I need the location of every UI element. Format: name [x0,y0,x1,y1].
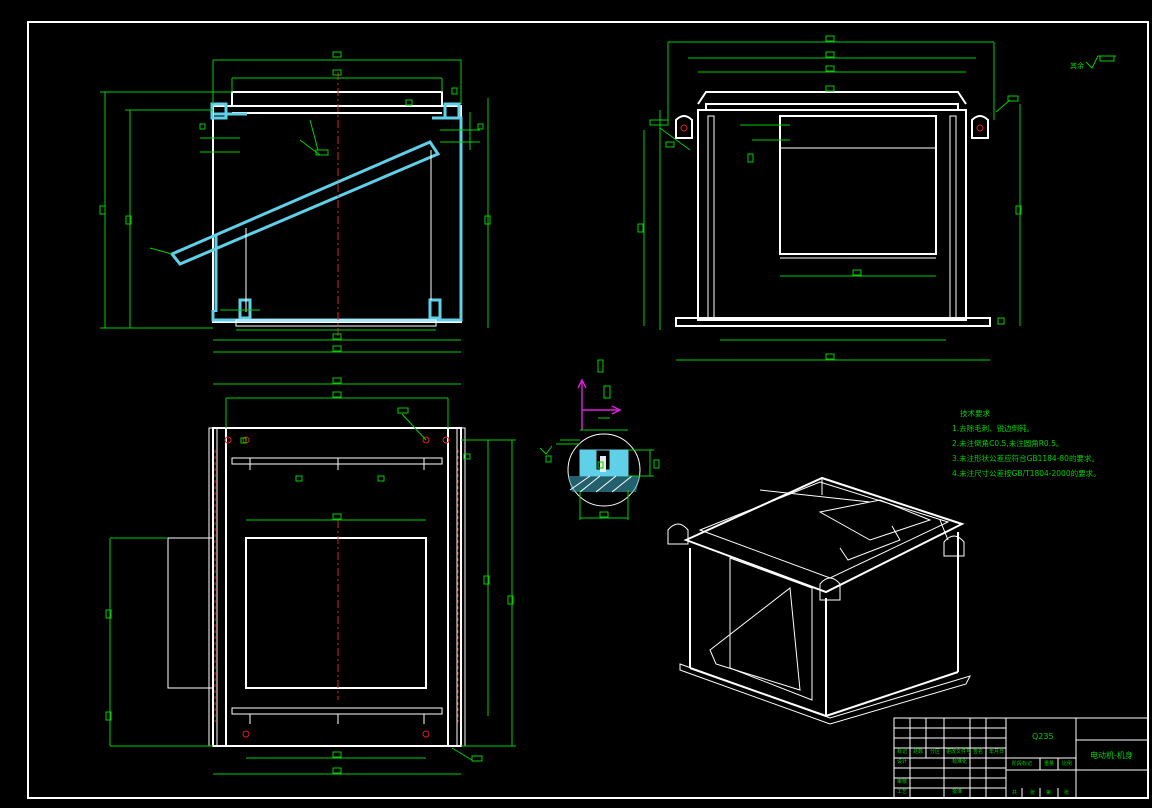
surface-finish-mark [1085,55,1116,69]
stage-label: 重量 [1044,761,1055,767]
stage-label: 比例 [1062,761,1073,767]
title-row-label: 更改文件号 [946,749,972,755]
stage-label: 阶段标记 [1012,761,1033,767]
approve-label: 批准 [952,789,963,795]
title-row-label: 标记 [897,749,908,755]
surface-finish-label: 其余 [1070,62,1084,70]
sheet-border [27,21,1149,799]
std-label: 标准化 [952,759,968,765]
isometric-view [667,476,971,725]
note-item: 1.去除毛刺、锐边倒钝。 [952,424,1035,433]
title-row-label: 分区 [930,749,941,755]
top-view [105,377,516,775]
technical-notes: 技术要求 1.去除毛刺、锐边倒钝。 2.未注倒角C0.5,未注圆角R0.5。 3… [952,406,1101,481]
design-label: 设计 [897,759,908,765]
sheet-label: 张 [1030,790,1036,796]
note-item: 2.未注倒角C0.5,未注圆角R0.5。 [952,439,1064,448]
sheet-label: 共 [1012,790,1018,796]
sheet-label: 张 [1064,790,1070,796]
title-row-label: 处数 [913,749,924,755]
material-label: Q235 [1032,732,1054,741]
title-block-grid [893,717,1149,799]
front-section-view [99,51,491,353]
review-label: 审核 [897,779,908,785]
title-row-label: 年月日 [989,749,1005,755]
process-label: 工艺 [897,789,908,795]
side-view [637,35,1022,361]
detail-view [539,359,660,520]
sheet-label: 第 [1046,790,1052,796]
title-row-label: 签名 [973,749,984,755]
note-item: 4.未注尺寸公差按GB/T1804-2000的要求。 [952,469,1101,478]
drawing-name: 电动机-机身 [1090,751,1133,760]
note-item: 3.未注形状公差应符合GB1184-80的要求。 [952,454,1099,463]
notes-heading: 技术要求 [960,409,990,418]
